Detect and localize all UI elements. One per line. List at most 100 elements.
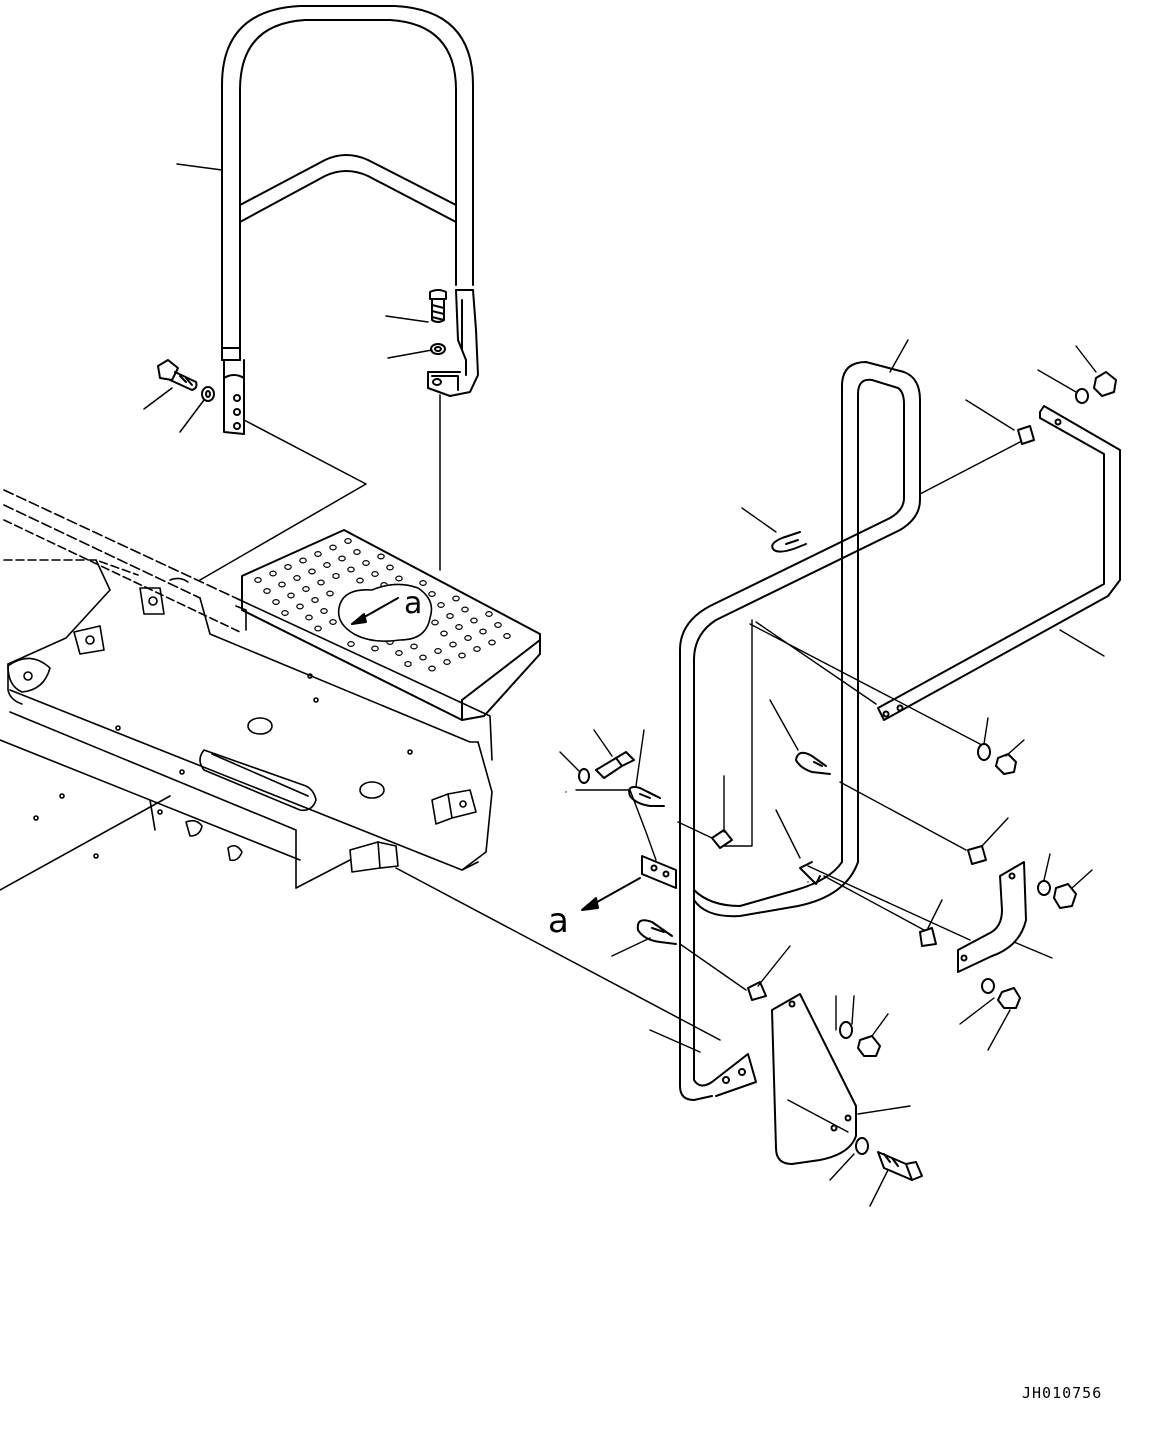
plate-hole xyxy=(269,570,277,577)
u-bolt-bottom xyxy=(799,861,821,885)
bolt-bottom xyxy=(877,1151,923,1181)
plate-hole xyxy=(362,559,370,566)
handrail-right-foot xyxy=(427,289,479,397)
plate-hole xyxy=(326,590,334,597)
plate-hole xyxy=(293,574,301,581)
plate-hole xyxy=(308,568,316,575)
washer-mid-right xyxy=(977,743,991,761)
plate-hole xyxy=(503,632,511,639)
plate-hole xyxy=(455,623,463,630)
plate-hole xyxy=(332,572,340,579)
leader-frame-bracket xyxy=(395,867,721,1041)
plate-hole xyxy=(296,603,304,610)
plate-hole xyxy=(317,579,325,586)
curved-bracket xyxy=(957,861,1027,973)
view-label-bottom: a xyxy=(548,901,569,941)
plate-hole xyxy=(353,548,361,555)
washer-left-mid xyxy=(578,768,590,784)
plate-hole xyxy=(254,576,262,583)
clip-4 xyxy=(919,927,937,947)
plate-hole xyxy=(461,606,469,613)
long-strap xyxy=(877,405,1121,721)
plate-hole xyxy=(485,610,493,617)
plate-hole xyxy=(347,640,355,647)
plate-hole xyxy=(428,665,436,672)
plate-hole xyxy=(386,564,394,571)
plate-hole xyxy=(446,612,454,619)
lower-plate xyxy=(771,993,857,1165)
washer-bottom xyxy=(855,1137,869,1155)
plate-hole xyxy=(443,658,451,665)
washer-right-3 xyxy=(981,978,995,994)
washer-top-right xyxy=(1075,388,1089,404)
u-bolt-mid xyxy=(795,751,831,775)
plate-hole xyxy=(494,621,502,628)
plate-hole xyxy=(302,585,310,592)
plate-hole xyxy=(323,561,331,568)
bolt-left-mid xyxy=(595,751,635,779)
plate-hole xyxy=(419,579,427,586)
u-bolt-left xyxy=(628,786,665,807)
plate-hole xyxy=(278,581,286,588)
leader-lines-upper xyxy=(143,163,441,581)
plate-hole xyxy=(428,590,436,597)
plate-hole xyxy=(314,625,322,632)
plate-hole xyxy=(488,639,496,646)
plate-hole xyxy=(281,609,289,616)
plate-hole xyxy=(452,595,460,602)
plate-hole xyxy=(410,643,418,650)
plate-hole xyxy=(356,577,364,584)
plate-hole xyxy=(470,617,478,624)
plate-hole xyxy=(458,652,466,659)
machine-frame xyxy=(0,489,493,891)
plate-hole xyxy=(329,618,337,625)
plate-hole xyxy=(371,570,379,577)
bolt-upper xyxy=(429,289,447,323)
upper-handrail xyxy=(221,5,474,361)
plate-hole xyxy=(329,544,337,551)
plate-hole xyxy=(404,660,412,667)
nut-right-3 xyxy=(997,987,1021,1009)
plate-hole xyxy=(395,575,403,582)
washer-left xyxy=(201,386,215,402)
plate-hole xyxy=(377,553,385,560)
plate-hole xyxy=(305,614,313,621)
washer-upper xyxy=(430,343,446,355)
plate-hole xyxy=(287,592,295,599)
plate-hole xyxy=(272,598,280,605)
plate-hole xyxy=(371,645,379,652)
view-a-marker-cloud xyxy=(337,583,433,642)
plate-holes xyxy=(254,537,511,672)
plate-hole xyxy=(464,634,472,641)
plate-hole xyxy=(419,654,427,661)
clip-2 xyxy=(1017,425,1035,445)
nut-top-right xyxy=(1093,371,1117,397)
plate-hole xyxy=(479,628,487,635)
drawing-code: JH010756 xyxy=(1022,1384,1103,1402)
plate-hole xyxy=(284,563,292,570)
plate-hole xyxy=(437,601,445,608)
perforated-step-plate xyxy=(241,529,541,721)
washer-lower xyxy=(839,1021,853,1039)
plate-hole xyxy=(440,630,448,637)
view-label-top: a xyxy=(404,586,422,621)
bolt-left xyxy=(157,359,198,391)
plate-hole xyxy=(311,596,319,603)
plate-hole xyxy=(449,641,457,648)
plate-hole xyxy=(434,647,442,654)
plate-hole xyxy=(395,649,403,656)
clip-5 xyxy=(747,981,767,1001)
plate-hole xyxy=(347,566,355,573)
plate-hole xyxy=(320,607,328,614)
u-bolt-top xyxy=(771,531,807,553)
clip-1 xyxy=(711,829,733,849)
plate-hole xyxy=(431,619,439,626)
nut-right-2 xyxy=(1053,883,1077,909)
plate-hole xyxy=(299,557,307,564)
clip-3 xyxy=(967,845,987,865)
plate-hole xyxy=(473,645,481,652)
nut-mid-right xyxy=(995,753,1017,775)
u-bolt-lower xyxy=(636,919,677,945)
washer-right-2 xyxy=(1037,880,1051,896)
